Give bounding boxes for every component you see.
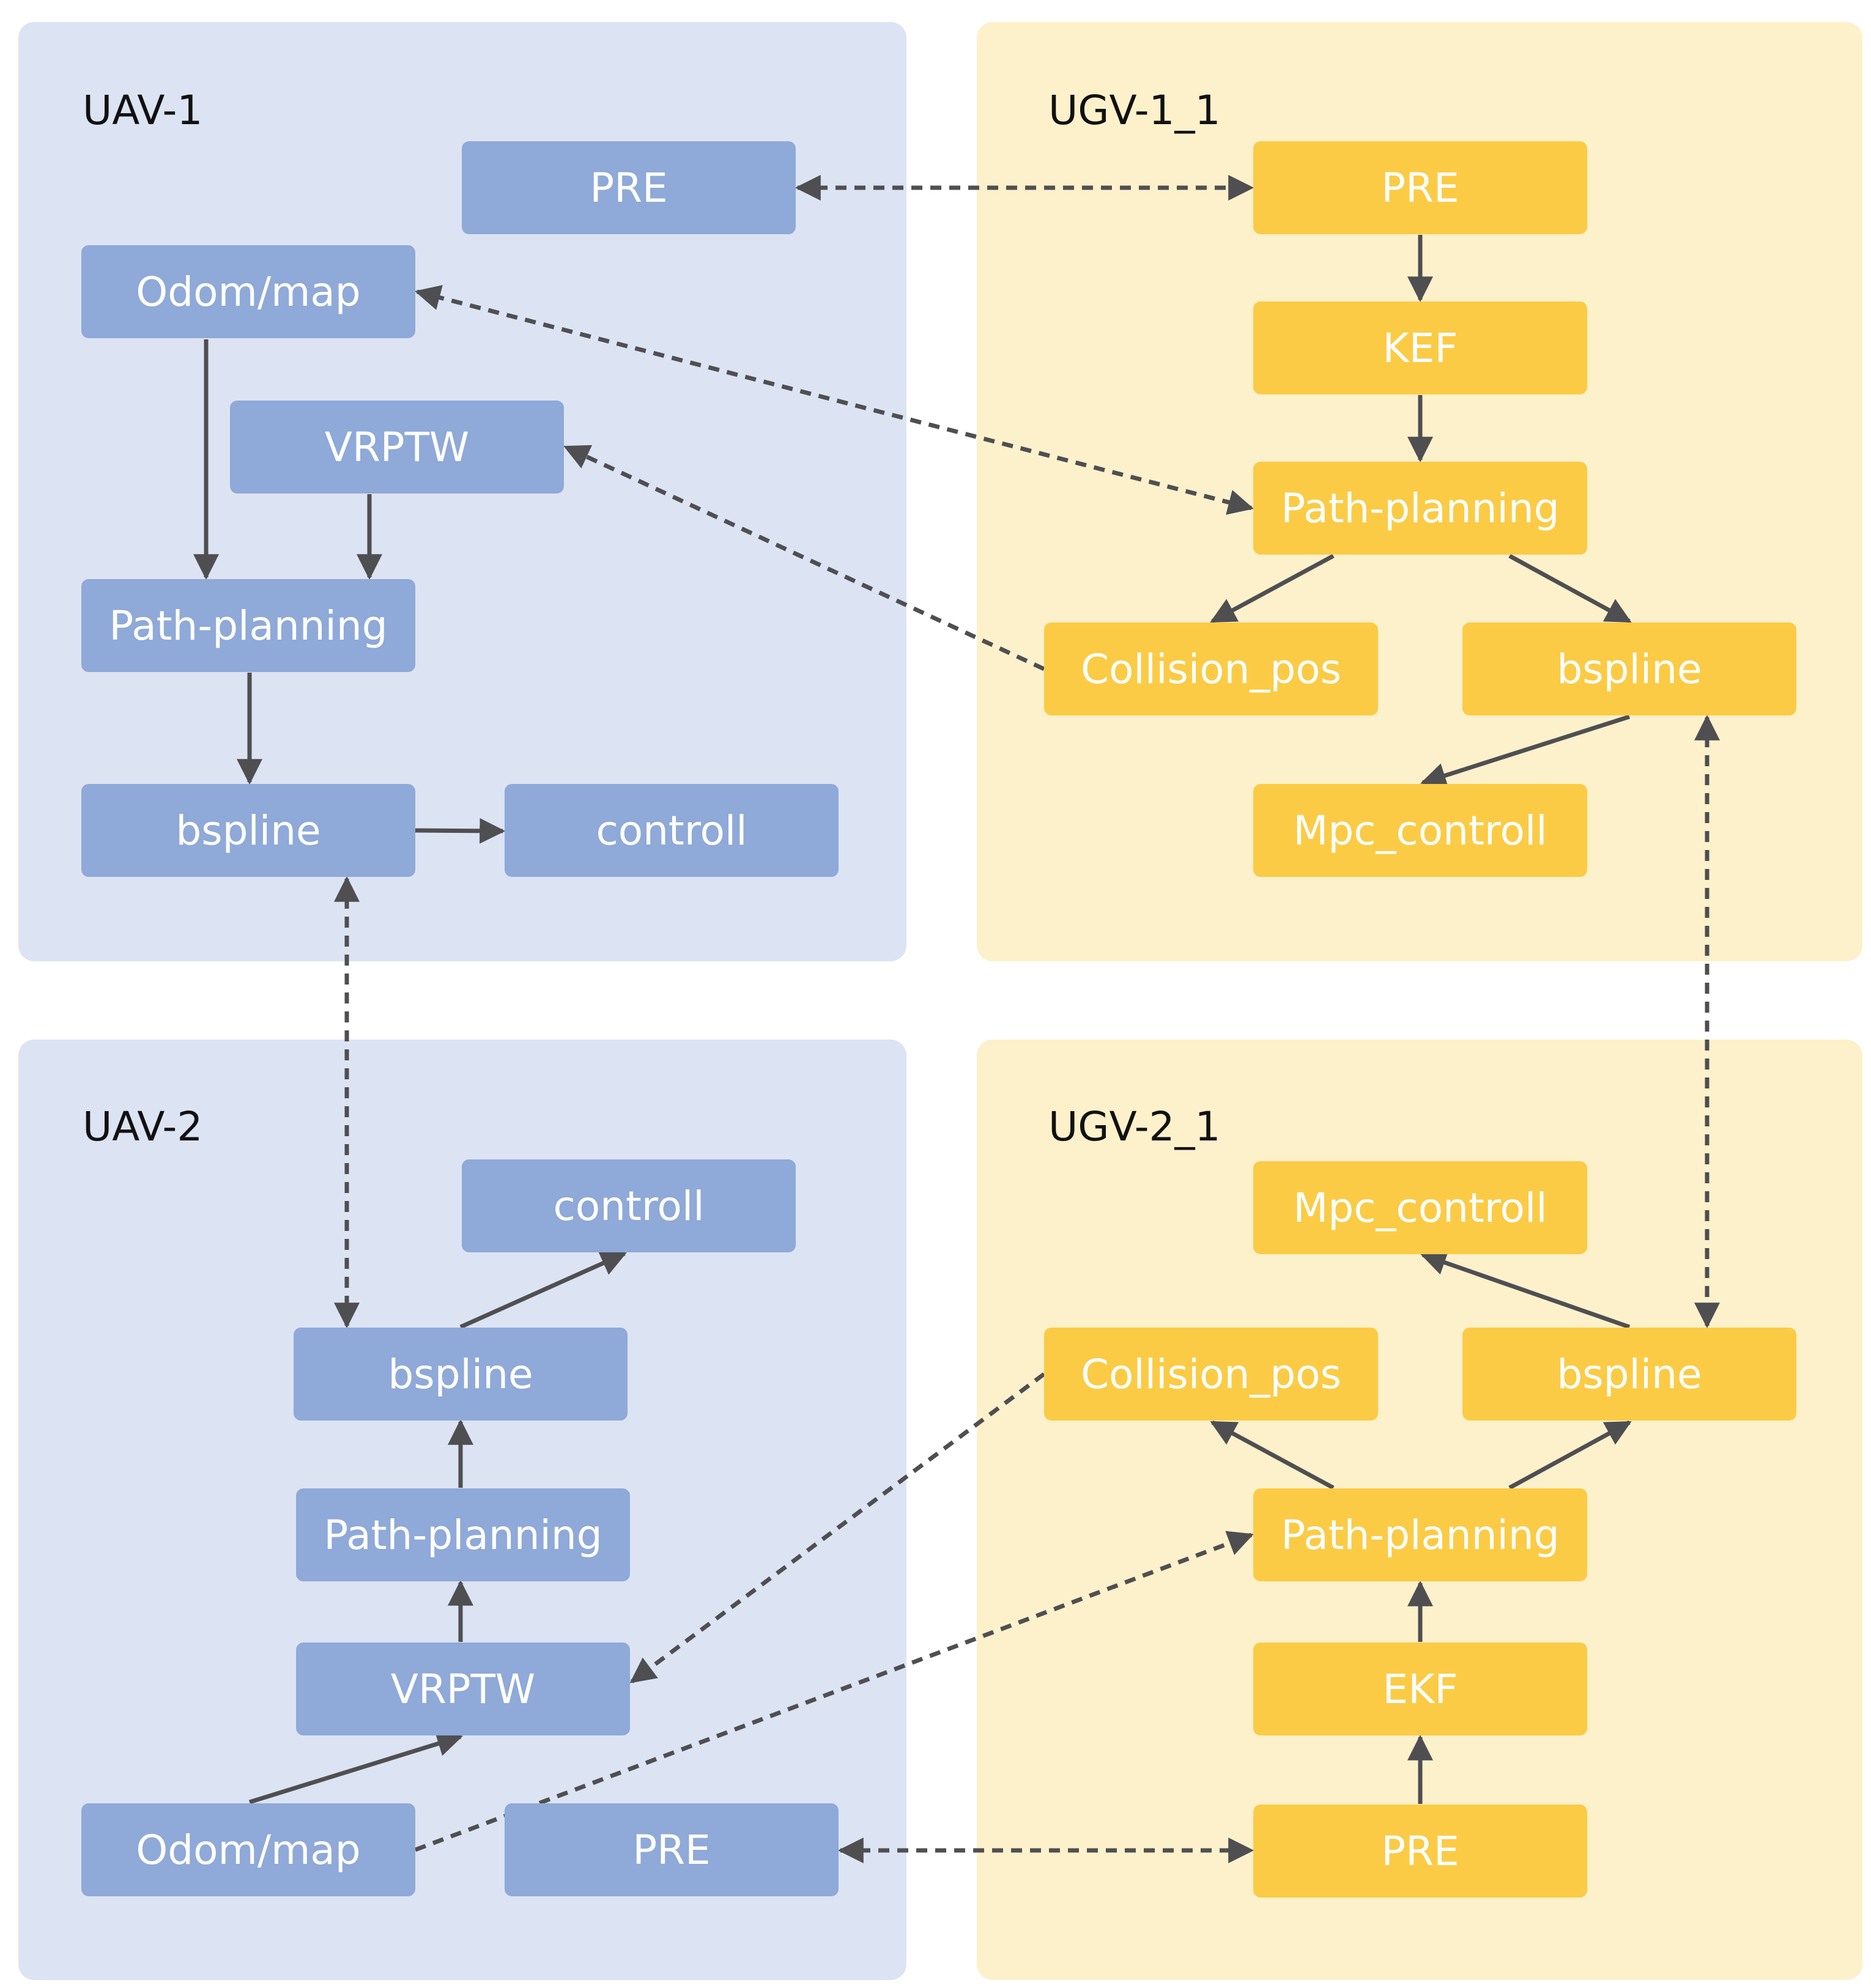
uav1-vrptw-node[interactable]: VRPTW <box>230 401 564 493</box>
uav1-controll-node[interactable]: controll <box>505 784 839 877</box>
uav1-title: UAV-1 <box>83 87 203 134</box>
uav2-path-planning-node[interactable]: Path-planning <box>296 1488 630 1581</box>
uav2-bspline-node[interactable]: bspline <box>294 1328 628 1421</box>
uav2-odom-map-node[interactable]: Odom/map <box>81 1803 415 1896</box>
uav2-title: UAV-2 <box>83 1103 203 1150</box>
ugv2-title: UGV-2_1 <box>1048 1103 1221 1150</box>
ugv1-collision-pos-node[interactable]: Collision_pos <box>1044 623 1378 715</box>
ugv2-path-planning-node[interactable]: Path-planning <box>1253 1488 1587 1581</box>
ugv1-title: UGV-1_1 <box>1048 87 1221 134</box>
uav1-path-planning-node[interactable]: Path-planning <box>81 579 415 672</box>
uav1-odom-map-node[interactable]: Odom/map <box>81 245 415 338</box>
ugv2-ekf-node[interactable]: EKF <box>1253 1643 1587 1735</box>
uav2-controll-node[interactable]: controll <box>462 1159 796 1252</box>
ugv1-path-planning-node[interactable]: Path-planning <box>1253 462 1587 555</box>
ugv1-pre-node[interactable]: PRE <box>1253 141 1587 234</box>
ugv1-kef-node[interactable]: KEF <box>1253 301 1587 394</box>
ugv1-bspline-node[interactable]: bspline <box>1462 623 1796 715</box>
uav2-vrptw-node[interactable]: VRPTW <box>296 1643 630 1735</box>
uav1-bspline-node[interactable]: bspline <box>81 784 415 877</box>
ugv2-pre-node[interactable]: PRE <box>1253 1805 1587 1897</box>
ugv1-mpc-controll-node[interactable]: Mpc_controll <box>1253 784 1587 877</box>
ugv2-bspline-node[interactable]: bspline <box>1462 1328 1796 1421</box>
ugv2-collision-pos-node[interactable]: Collision_pos <box>1044 1328 1378 1421</box>
uav1-pre-node[interactable]: PRE <box>462 141 796 234</box>
ugv2-mpc-controll-node[interactable]: Mpc_controll <box>1253 1161 1587 1254</box>
uav2-pre-node[interactable]: PRE <box>505 1803 839 1896</box>
